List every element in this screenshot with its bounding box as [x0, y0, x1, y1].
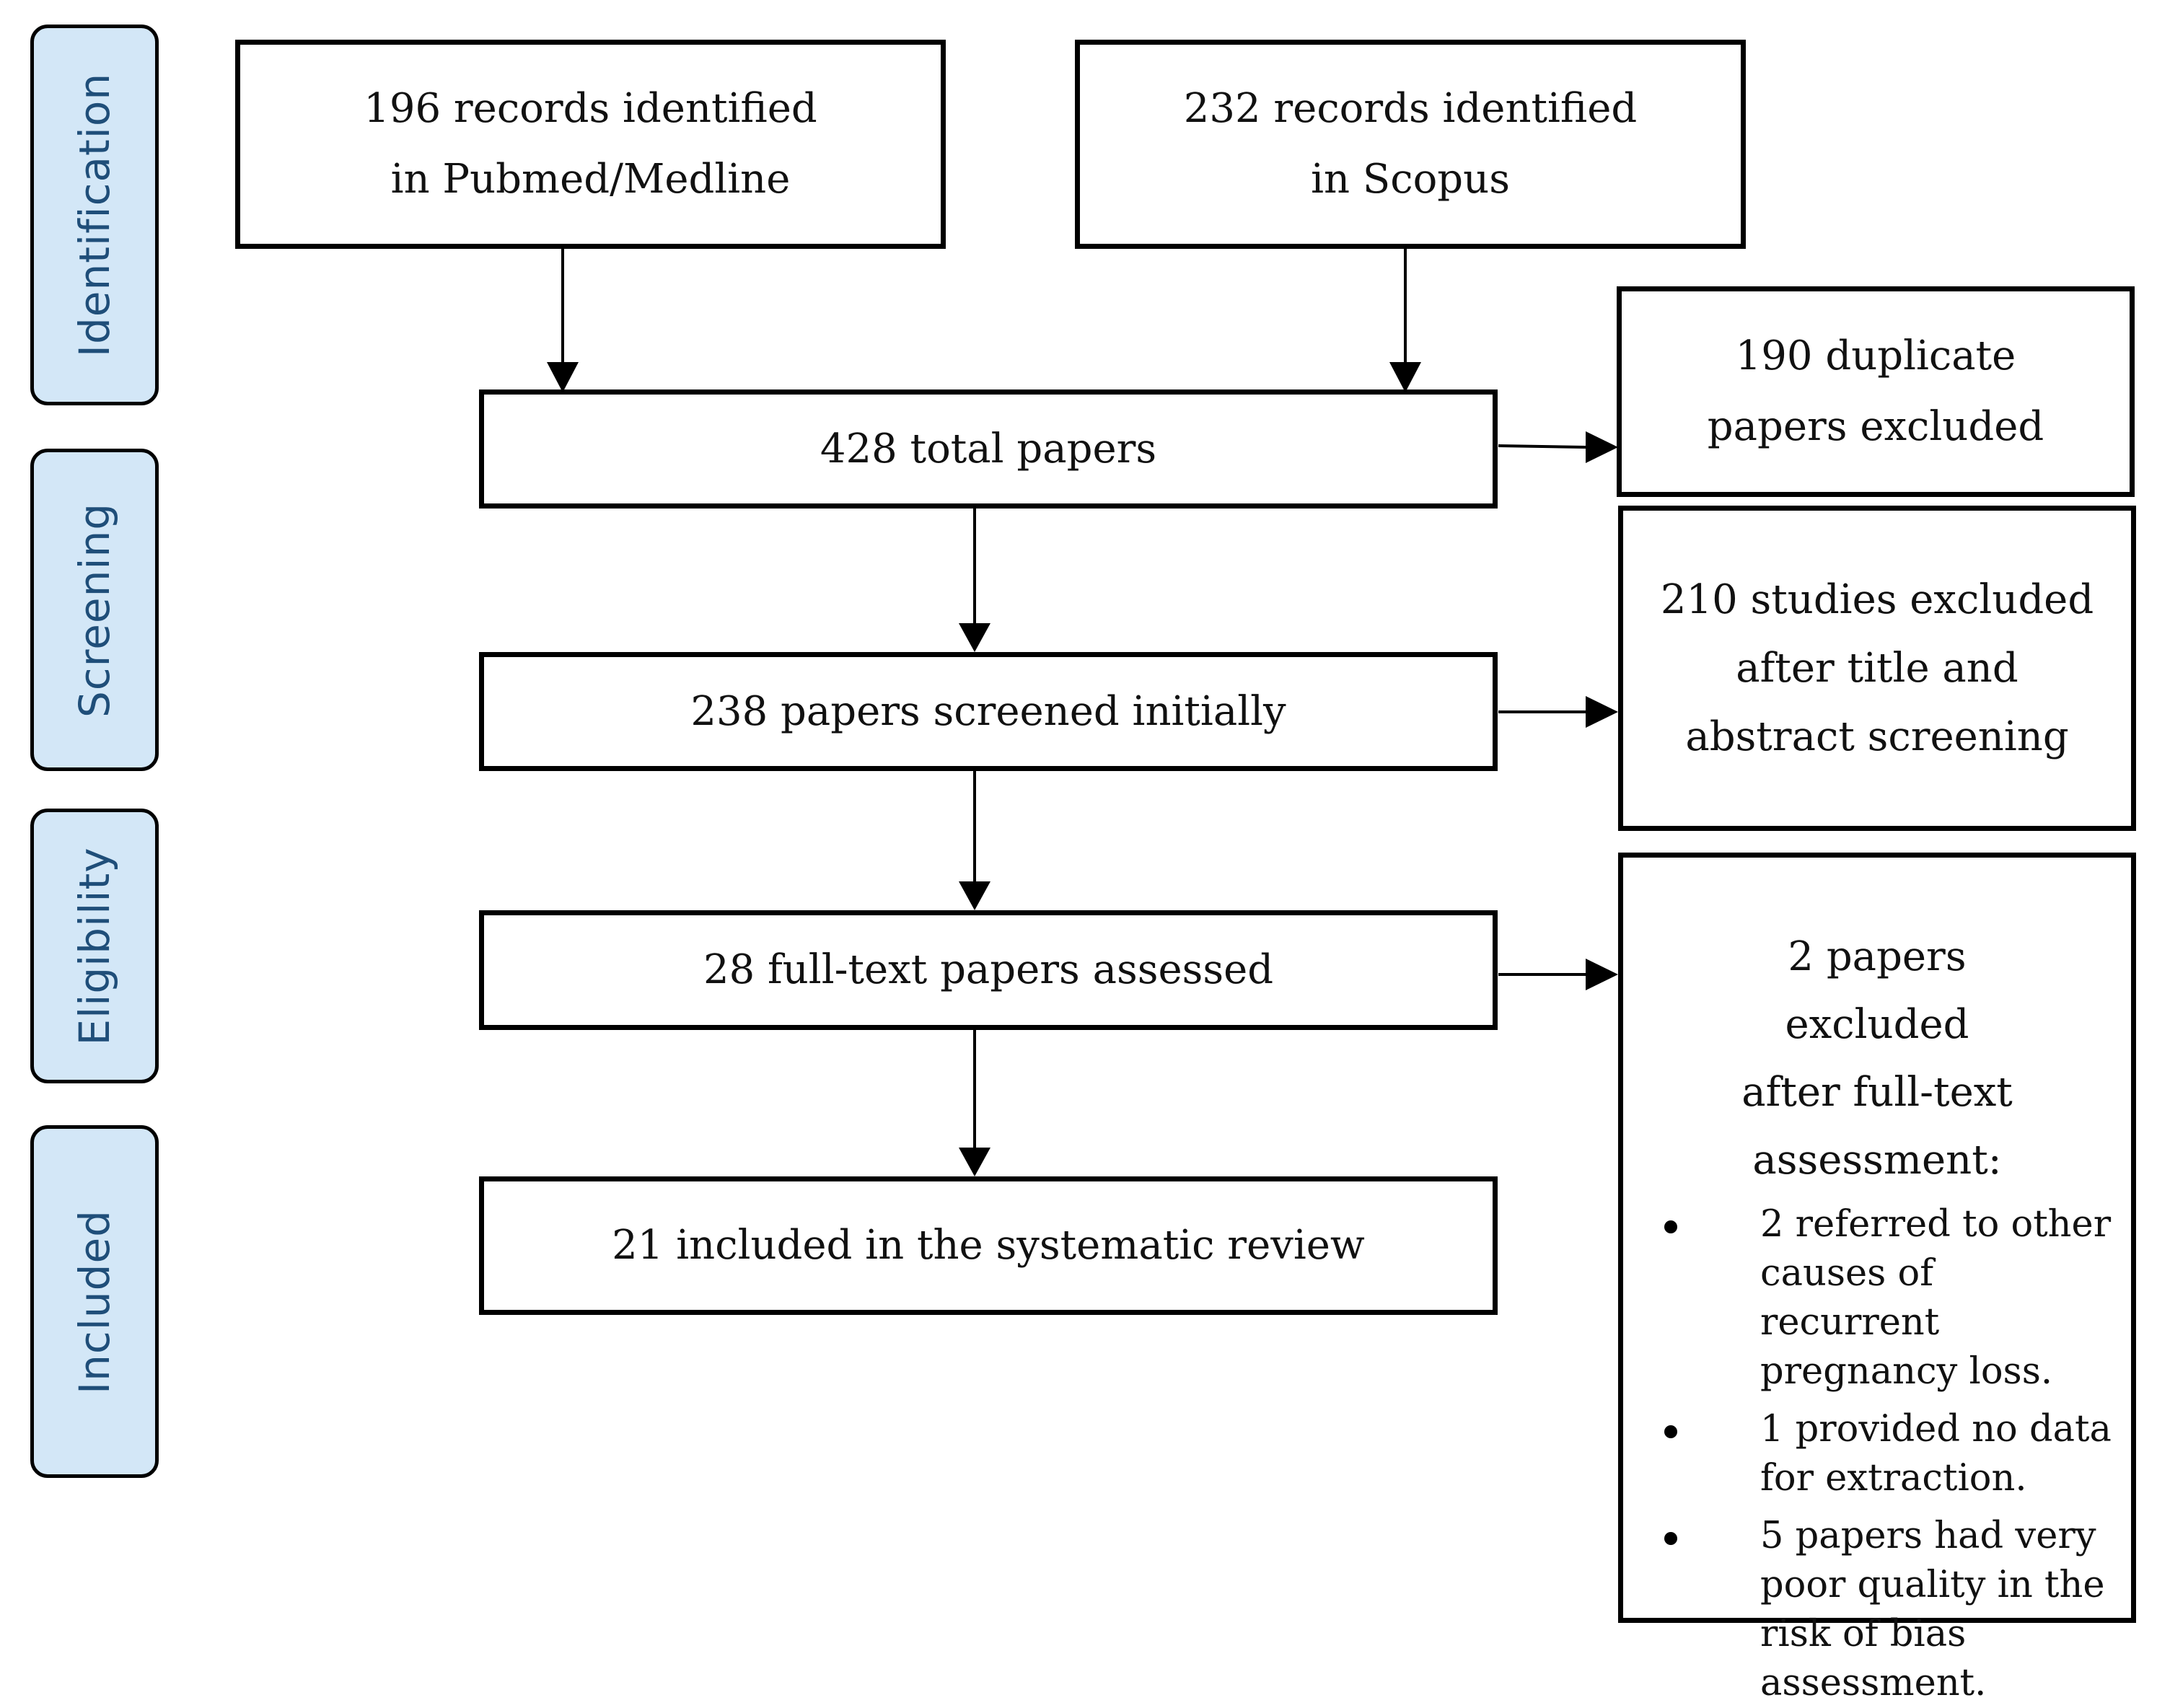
exclusion-reasons-list: 2 referred to other causes of recurrent …: [1623, 1200, 2131, 1708]
arrowhead-fulltext-exclusion: [1586, 959, 1618, 990]
arrowhead-scopus: [1389, 362, 1421, 392]
box-pubmed-records: 196 records identified in Pubmed/Medline: [235, 40, 946, 249]
exclusion-reason-text: 5 papers had very poor quality in the ri…: [1760, 1515, 2105, 1704]
box-total-papers: 428 total papers: [479, 389, 1498, 509]
stage-screening: Screening: [30, 449, 159, 771]
box-scopus-text: 232 records identified in Scopus: [1183, 85, 1638, 203]
bullet-icon: [1664, 1220, 1677, 1233]
stage-identification: Identification: [30, 25, 159, 405]
arrowhead-screened: [959, 623, 990, 652]
list-item: 2 referred to other causes of recurrent …: [1623, 1200, 2131, 1396]
arrowhead-fulltext: [959, 881, 990, 910]
bullet-icon: [1664, 1425, 1677, 1438]
box-pubmed-text: 196 records identified in Pubmed/Medline: [364, 85, 817, 203]
box-included-review: 21 included in the systematic review: [479, 1176, 1498, 1315]
exclusion-reason-text: 1 provided no data for extraction.: [1760, 1408, 2112, 1500]
list-item: 1 provided no data for extraction.: [1623, 1405, 2131, 1503]
stage-eligibility: Eligibility: [30, 809, 159, 1083]
stage-included: Included: [30, 1125, 159, 1478]
stage-label: Included: [70, 1209, 119, 1394]
box-total-text: 428 total papers: [820, 425, 1157, 472]
box-fulltext-assessed: 28 full-text papers assessed: [479, 910, 1498, 1030]
box-fulltext-text: 28 full-text papers assessed: [703, 946, 1274, 993]
arrowhead-pubmed: [547, 362, 579, 392]
stage-label: Screening: [70, 502, 119, 718]
arrowhead-included: [959, 1148, 990, 1176]
box-screened-papers: 238 papers screened initially: [479, 652, 1498, 771]
arrow-total-to-duplicates: [1498, 444, 1586, 449]
list-item: 5 papers had very poor quality in the ri…: [1623, 1512, 2131, 1708]
arrowhead-duplicates: [1586, 431, 1618, 463]
exclusion-reason-text: 2 referred to other causes of recurrent …: [1760, 1203, 2112, 1393]
stage-label: Eligibility: [70, 846, 119, 1046]
flow-connectors: [547, 248, 1618, 1176]
box-title-abstract-excluded: 210 studies excluded after title and abs…: [1618, 506, 2136, 831]
box-fulltext-excluded: 2 papers excluded after full-text assess…: [1618, 853, 2136, 1704]
box-included-text: 21 included in the systematic review: [612, 1222, 1365, 1269]
box-title-abstract-text: 210 studies excluded after title and abs…: [1660, 576, 2094, 760]
arrowhead-title-abstract: [1586, 696, 1618, 728]
bullet-icon: [1664, 1532, 1677, 1545]
box-scopus-records: 232 records identified in Scopus: [1075, 40, 1746, 249]
fulltext-exclusion-heading: 2 papers excluded after full-text assess…: [1741, 933, 2013, 1184]
box-duplicates-text: 190 duplicate papers excluded: [1707, 333, 2044, 450]
stage-label: Identification: [70, 72, 119, 358]
box-screened-text: 238 papers screened initially: [690, 687, 1286, 735]
box-duplicates-excluded: 190 duplicate papers excluded: [1617, 286, 2135, 497]
